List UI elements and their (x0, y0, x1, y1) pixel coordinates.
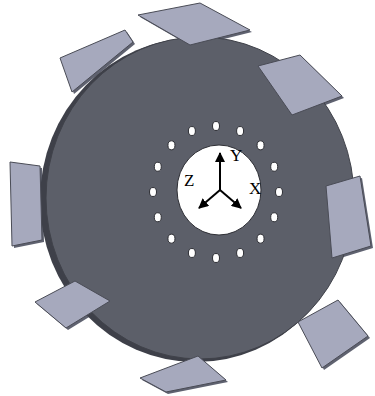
axis-arrow (199, 190, 220, 208)
bolt-hole (271, 213, 278, 222)
paddle-blade (326, 176, 371, 258)
paddle-blade (140, 356, 226, 392)
bolt-hole (154, 162, 161, 171)
bolt-hole (154, 213, 161, 222)
paddle-blade (258, 55, 342, 115)
bolt-hole (276, 188, 283, 197)
bolt-hole (257, 141, 264, 150)
axis-label: X (249, 180, 261, 198)
bolt-hole (188, 248, 195, 257)
center-bore (177, 145, 261, 235)
bolt-hole (188, 127, 195, 136)
bolt-hole (271, 162, 278, 171)
axis-label: Z (184, 172, 194, 190)
bolt-hole (257, 234, 264, 243)
paddle-blade (10, 162, 42, 246)
bolt-hole (237, 127, 244, 136)
bolt-hole (237, 248, 244, 257)
bolt-hole (168, 141, 175, 150)
bolt-hole (213, 254, 220, 263)
axis-arrow (219, 153, 221, 190)
paddle-blade (138, 3, 250, 45)
bolt-hole (150, 188, 157, 197)
bolt-hole (213, 122, 220, 131)
paddle-blade (298, 300, 368, 368)
bolt-hole (168, 234, 175, 243)
paddle-blade (35, 281, 110, 328)
axis-arrow (220, 190, 241, 208)
axis-label: Y (230, 147, 242, 165)
paddle-blade (60, 30, 133, 92)
